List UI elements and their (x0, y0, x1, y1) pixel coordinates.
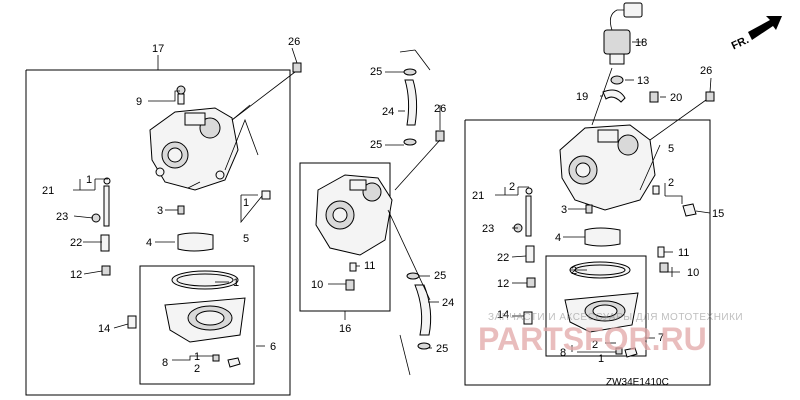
callout-20: 20 (670, 92, 682, 104)
callout-2: 2 (194, 363, 200, 375)
front-direction-label: FR. (730, 34, 751, 52)
callout-1: 1 (233, 277, 239, 289)
callout-3: 3 (561, 204, 567, 216)
callout-8: 8 (560, 347, 566, 359)
callout-2: 2 (571, 265, 577, 277)
callout-2: 2 (668, 177, 674, 189)
callout-4: 4 (146, 237, 152, 249)
middle-carburetor-body (315, 174, 393, 256)
callout-11: 11 (364, 260, 375, 272)
callout-1: 1 (598, 353, 604, 365)
callout-17: 17 (152, 43, 164, 55)
watermark-text: ЗАПЧАСТИ И АКСЕССУАРЫ ДЛЯ МОТОТЕХНИКИ (488, 312, 743, 323)
callout-1: 1 (243, 197, 249, 209)
callout-22: 22 (497, 252, 509, 264)
callout-5: 5 (243, 233, 249, 245)
callout-18: 18 (635, 37, 647, 49)
callout-21: 21 (42, 185, 54, 197)
callout-26: 26 (288, 36, 300, 48)
left-carburetor-assembly (25, 47, 302, 396)
callout-19: 19 (576, 91, 588, 103)
callout-25: 25 (434, 270, 446, 282)
callout-16: 16 (339, 323, 351, 335)
right-float-bowl (564, 261, 639, 333)
callout-7: 7 (658, 332, 664, 344)
callout-12: 12 (497, 278, 509, 290)
callout-23: 23 (56, 211, 68, 223)
callout-6: 6 (270, 341, 276, 353)
front-direction-indicator: FR. (730, 16, 782, 52)
callout-14: 14 (98, 323, 110, 335)
callout-2: 2 (509, 181, 515, 193)
fuel-hose-upper (404, 79, 418, 126)
callout-24: 24 (382, 106, 394, 118)
callout-12: 12 (70, 269, 82, 281)
callout-24: 24 (442, 297, 454, 309)
right-carburetor-body (559, 124, 656, 211)
callout-1: 1 (194, 351, 200, 363)
left-float-bowl (164, 270, 246, 343)
callout-25: 25 (370, 66, 382, 78)
throttle-sensor (603, 2, 643, 65)
callout-1: 1 (86, 174, 92, 186)
watermark: ЗАПЧАСТИ И АКСЕССУАРЫ ДЛЯ МОТОТЕХНИКИ PA… (478, 312, 743, 357)
middle-carburetor-assembly (299, 49, 445, 376)
diagram-code: ZW34E1410C (606, 377, 669, 388)
callout-numbers: 17 26 9 1 21 23 22 12 3 4 1 5 1 14 6 1 8… (42, 36, 724, 375)
callout-21: 21 (472, 190, 484, 202)
callout-25: 25 (370, 139, 382, 151)
callout-8: 8 (162, 357, 168, 369)
callout-3: 3 (157, 205, 163, 217)
callout-14: 14 (497, 309, 509, 321)
watermark-logo: PARTSFOR.RU (478, 321, 707, 357)
callout-26: 26 (434, 103, 446, 115)
callout-10: 10 (311, 279, 323, 291)
callout-5: 5 (668, 143, 674, 155)
callout-13: 13 (637, 75, 649, 87)
callout-4: 4 (555, 232, 561, 244)
callout-15: 15 (712, 208, 724, 220)
callout-26: 26 (700, 65, 712, 77)
callout-10: 10 (687, 267, 699, 279)
callout-2: 2 (592, 339, 598, 351)
callout-11: 11 (678, 247, 689, 259)
fuel-hose-lower (414, 284, 432, 336)
callout-9: 9 (136, 96, 142, 108)
callout-22: 22 (70, 237, 82, 249)
callout-25: 25 (436, 343, 448, 355)
right-carburetor-assembly (464, 2, 715, 386)
callout-23: 23 (482, 223, 494, 235)
